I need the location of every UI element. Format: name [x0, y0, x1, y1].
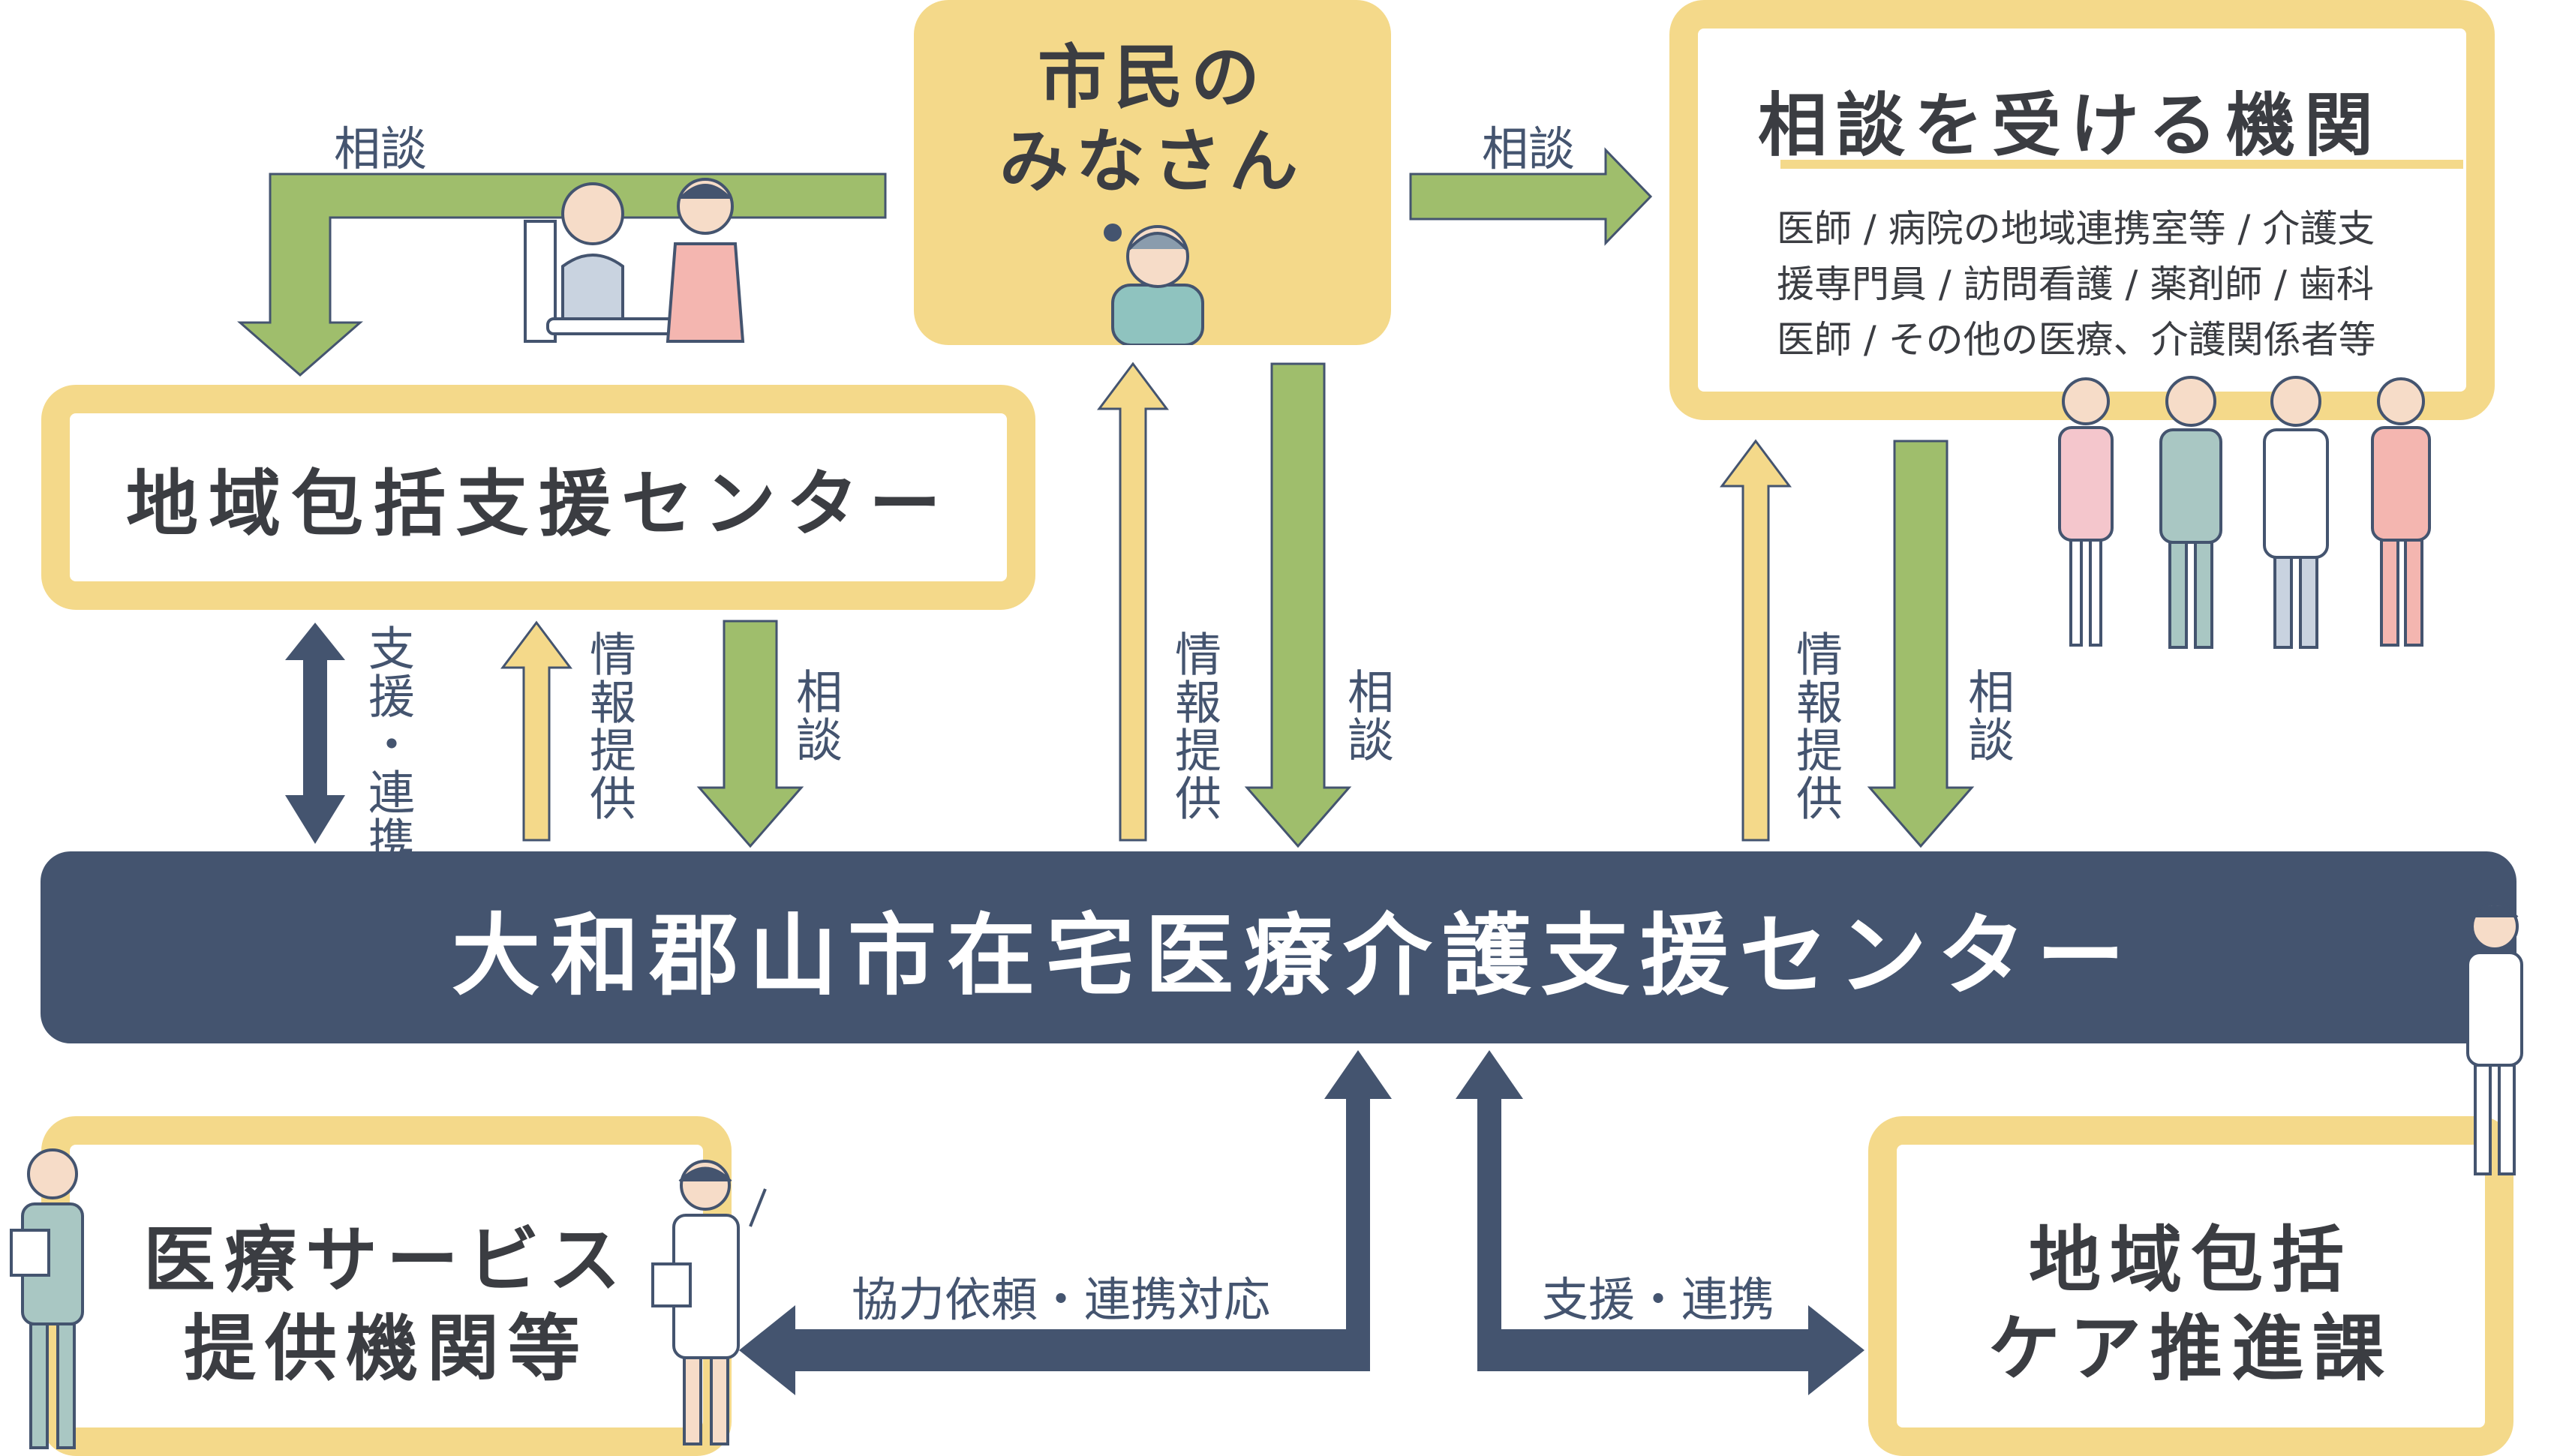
consult-agencies-line-2: 援専門員 / 訪問看護 / 薬剤師 / 歯科	[1777, 263, 2374, 306]
consult-agencies-title: 相談を受ける機関	[1758, 86, 2383, 166]
label-consult-citizens-agencies: 相談	[1482, 122, 1576, 176]
label-agencies-consult: 相談	[1960, 668, 2015, 764]
citizens-title: 市民の みなさん	[999, 38, 1306, 202]
label-cooperation: 協力依頼・連携対応	[852, 1272, 1271, 1327]
arrow-regional-info	[500, 620, 572, 842]
consult-agencies-body: 医師 / 病院の地域連携室等 / 介護支 援専門員 / 訪問看護 / 薬剤師 /…	[1777, 201, 2437, 368]
arrow-to-medical	[739, 1050, 1392, 1395]
arrow-regional-support	[285, 623, 345, 844]
label-consult-citizens-regional: 相談	[334, 122, 428, 176]
care-division-title: 地域包括 ケア推進課	[1897, 1216, 2485, 1393]
arrow-agencies-consult	[1867, 440, 1975, 848]
label-regional-support: 支援・連携	[360, 624, 415, 864]
care-division-title-line2: ケア推進課	[1988, 1307, 2393, 1391]
arrow-regional-consult	[696, 620, 804, 848]
worried-person-icon	[1104, 224, 1204, 345]
medical-providers-title-line1: 医療サービス	[143, 1218, 629, 1302]
label-citizens-consult: 相談	[1339, 668, 1394, 764]
label-regional-info: 情報提供	[581, 630, 636, 822]
regional-center-title: 地域包括支援センター	[126, 461, 951, 546]
consult-agencies-box: 相談を受ける機関 医師 / 病院の地域連携室等 / 介護支 援専門員 / 訪問看…	[1669, 0, 2495, 420]
consult-agencies-line-1: 医師 / 病院の地域連携室等 / 介護支	[1777, 207, 2375, 251]
arrow-citizens-consult	[1244, 362, 1352, 848]
medical-providers-title: 医療サービス 提供機関等	[70, 1216, 703, 1393]
care-division-box: 地域包括 ケア推進課	[1868, 1116, 2513, 1456]
doctor-illustration	[651, 1160, 767, 1445]
consult-agencies-line-3: 医師 / その他の医療、介護関係者等	[1777, 318, 2376, 362]
medical-staff-group-illustration	[2058, 376, 2431, 649]
caregiver-feeding-illustration	[524, 178, 745, 343]
care-division-title-line1: 地域包括	[2029, 1218, 2353, 1302]
center-bar: 大和郡山市在宅医療介護支援センター	[41, 851, 2516, 1043]
citizens-box: 市民の みなさん	[914, 0, 1391, 345]
medical-providers-title-line2: 提供機関等	[184, 1307, 589, 1391]
center-title: 大和郡山市在宅医療介護支援センター	[451, 903, 2135, 1007]
arrow-citizens-info	[1097, 362, 1169, 842]
label-citizens-info: 情報提供	[1167, 630, 1221, 822]
arrow-citizens-to-agencies	[1409, 147, 1653, 246]
label-regional-consult: 相談	[788, 668, 843, 764]
staff-member-illustration	[2466, 902, 2523, 1175]
arrow-to-care-division	[1456, 1050, 1864, 1395]
nurse-illustration	[10, 1148, 84, 1449]
medical-providers-box: 医療サービス 提供機関等	[41, 1116, 732, 1456]
label-agencies-info: 情報提供	[1788, 630, 1843, 822]
consult-agencies-underline	[1780, 160, 2463, 169]
label-support-link-h: 支援・連携	[1542, 1272, 1775, 1327]
regional-center-box: 地域包括支援センター	[41, 385, 1035, 610]
arrow-agencies-info	[1720, 439, 1792, 842]
